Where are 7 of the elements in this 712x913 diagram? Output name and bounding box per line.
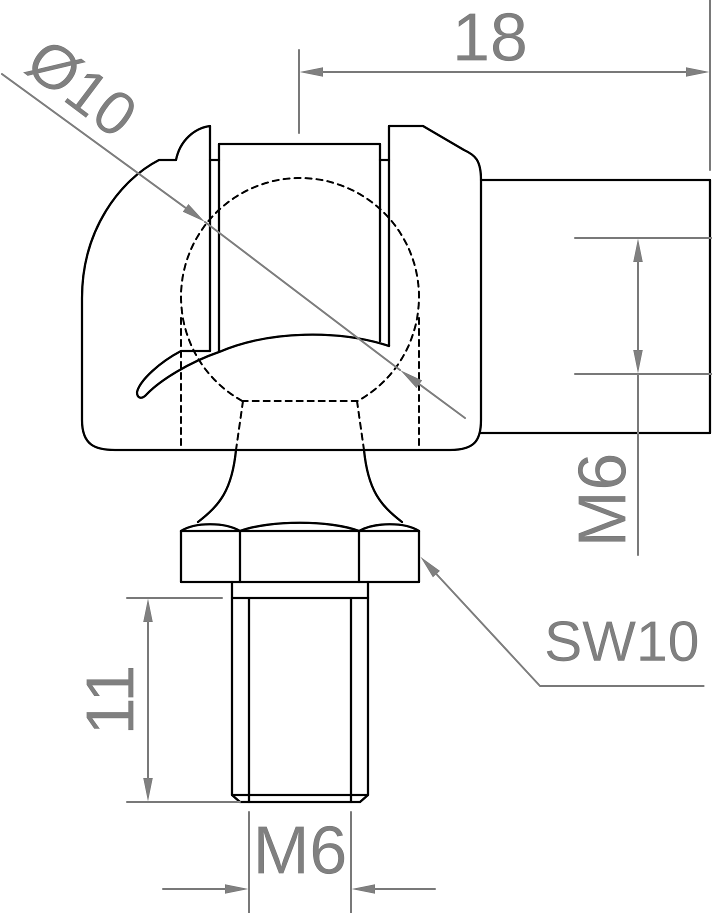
dimension-label: SW10	[546, 621, 698, 662]
hex-nut	[180, 522, 420, 584]
dimension-label: M6	[258, 826, 344, 874]
dimension-label: M6	[578, 456, 626, 542]
dimension-label: 11	[86, 668, 134, 730]
dimension-label: 18	[457, 12, 525, 62]
dimension-label: Ø10	[23, 44, 134, 134]
